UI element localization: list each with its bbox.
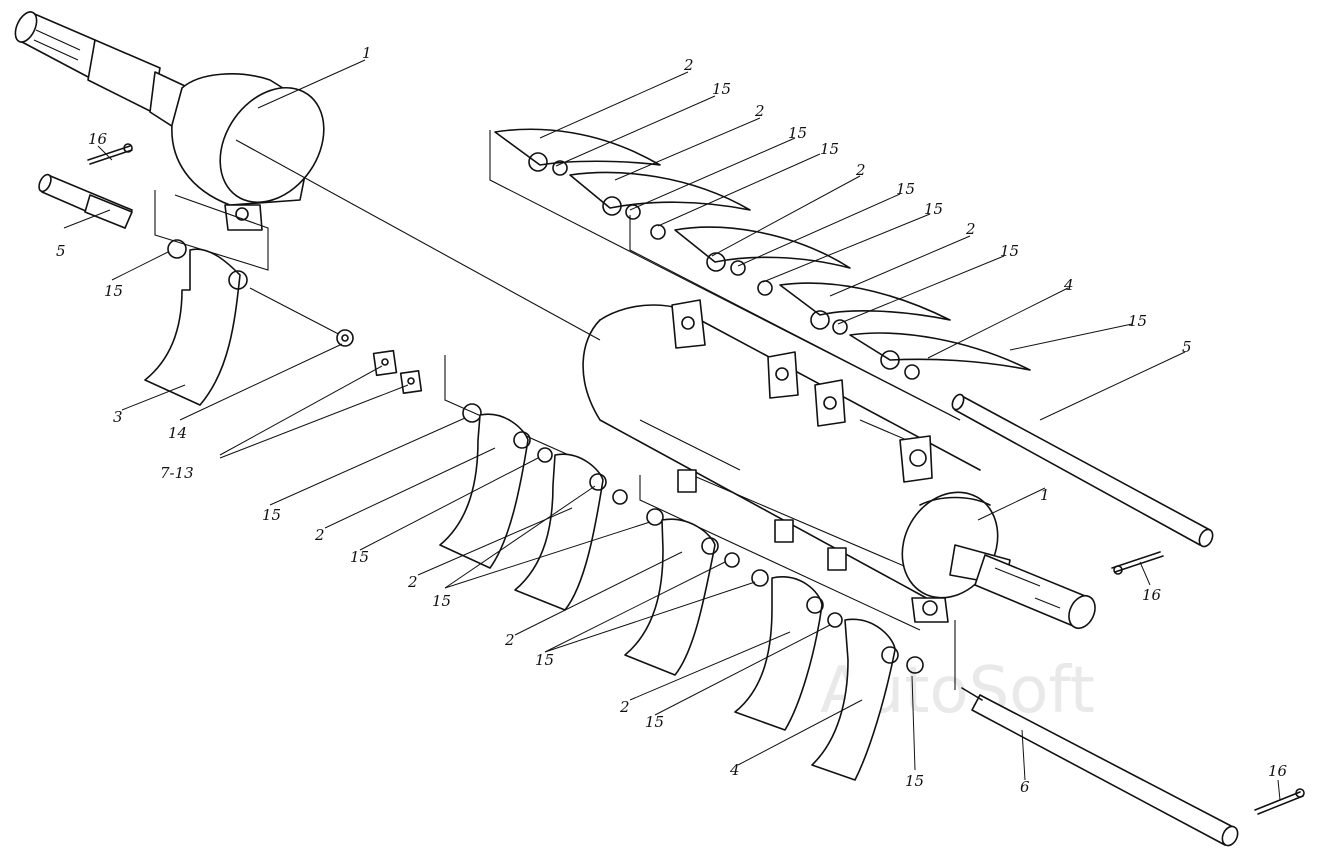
callout-2: 2 <box>407 573 418 591</box>
callout-15: 15 <box>1000 242 1019 260</box>
shaft-left-end <box>14 11 186 131</box>
callout-2: 2 <box>965 220 976 238</box>
callout-4-bottom: 4 <box>729 761 740 779</box>
callout-2: 2 <box>683 56 694 74</box>
callout-4-top: 4 <box>1063 276 1074 294</box>
callout-2: 2 <box>619 698 630 716</box>
callout-15: 15 <box>645 713 664 731</box>
central-drum <box>582 299 981 601</box>
callout-16-left: 16 <box>88 130 108 148</box>
callout-7-13: 7-13 <box>160 464 194 482</box>
callout-2: 2 <box>855 161 866 179</box>
callout-labels: 1 1 2 2 2 2 2 2 2 2 2 3 4 4 5 5 6 7-13 1… <box>56 44 1288 796</box>
plates-7-13 <box>372 349 423 394</box>
callout-15: 15 <box>104 282 123 300</box>
callout-15: 15 <box>896 180 915 198</box>
cotter-pin-left <box>87 143 133 165</box>
callout-2: 2 <box>754 102 765 120</box>
callout-15: 15 <box>535 651 554 669</box>
nut-14 <box>336 329 354 347</box>
leader-lines <box>63 59 1281 801</box>
drum-end-cap-left <box>171 73 325 231</box>
callout-6: 6 <box>1020 778 1030 796</box>
callout-16-right: 16 <box>1142 586 1162 604</box>
upper-blade-row <box>489 128 1031 421</box>
pin-left <box>38 173 133 229</box>
lower-blade-row <box>439 403 924 781</box>
callout-16-bottom: 16 <box>1268 762 1288 780</box>
callout-2: 2 <box>504 631 515 649</box>
callout-15: 15 <box>712 80 731 98</box>
cotter-pin-right <box>1111 551 1164 575</box>
callout-1-right: 1 <box>1040 486 1050 504</box>
bracket-left <box>154 190 269 271</box>
callout-3: 3 <box>113 408 123 426</box>
cotter-pin-bottom <box>1254 788 1305 815</box>
callout-15: 15 <box>905 772 924 790</box>
callout-15: 15 <box>820 140 839 158</box>
callout-15: 15 <box>924 200 943 218</box>
callout-5-right: 5 <box>1182 338 1192 356</box>
callout-1-top: 1 <box>362 44 372 62</box>
callout-2: 2 <box>314 526 325 544</box>
callout-14: 14 <box>168 424 187 442</box>
callout-15: 15 <box>1128 312 1147 330</box>
drum-end-cap-right <box>901 491 1096 630</box>
lower-bracket-frame <box>444 355 921 631</box>
rod-right <box>951 393 1214 548</box>
callout-15: 15 <box>350 548 369 566</box>
rod-bottom <box>954 620 1239 847</box>
callout-15: 15 <box>432 592 451 610</box>
callout-15: 15 <box>262 506 281 524</box>
callout-15: 15 <box>788 124 807 142</box>
callout-5-left: 5 <box>56 242 66 260</box>
blade-left <box>144 239 248 406</box>
